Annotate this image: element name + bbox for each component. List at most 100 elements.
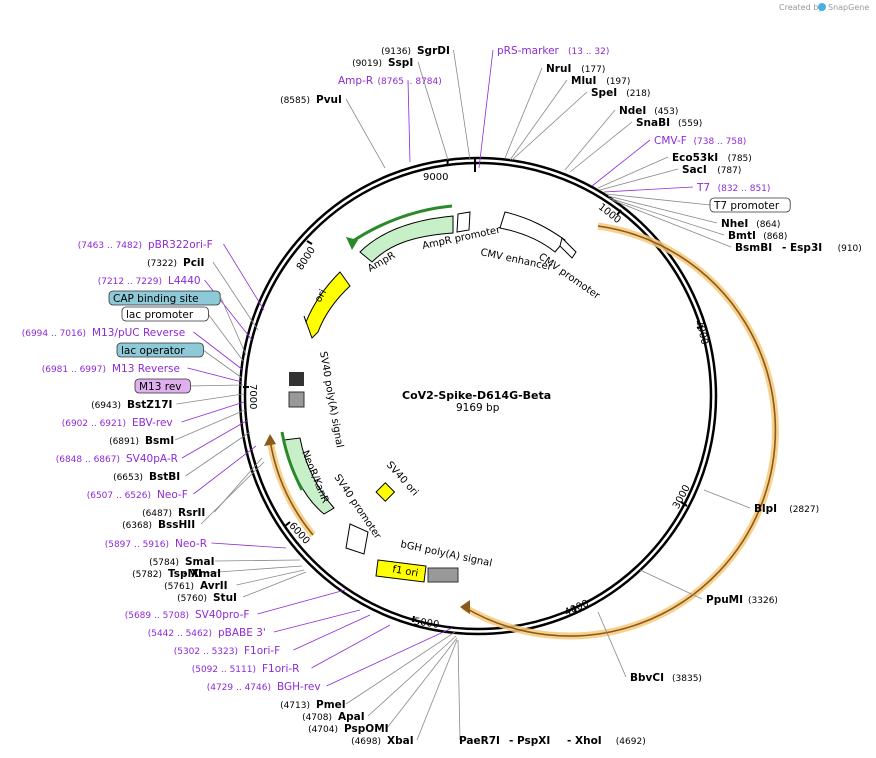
tick-label-4000: 4000 — [563, 598, 591, 618]
feature-box-label: lac promoter — [126, 309, 194, 321]
leader-line — [204, 565, 303, 574]
site-position: (6891) — [109, 437, 139, 447]
site-position: (559) — [678, 119, 702, 129]
leader-line — [611, 199, 732, 248]
orf-arc-left-arrowhead — [264, 434, 276, 446]
feature-cmv-enhancer-arrow — [499, 211, 566, 253]
primer-label: BGH-rev — [277, 681, 321, 693]
enzyme-label: SmaI — [185, 556, 215, 568]
label-box — [121, 306, 209, 322]
site-position: (8765 .. 8784) — [378, 77, 442, 87]
site-position: (5760) — [177, 594, 207, 604]
leader-line — [509, 79, 568, 161]
leader-line — [504, 67, 543, 159]
primer-label: Neo-R — [175, 538, 207, 550]
leader-line — [386, 637, 458, 729]
orf-arc-main-line — [463, 225, 777, 637]
leader-line — [407, 79, 411, 163]
site-position: (4692) — [616, 737, 646, 747]
primer-label: pBR322ori-F — [148, 239, 213, 251]
leader-line — [453, 49, 471, 161]
site-position: (9136) — [381, 47, 411, 57]
site-position: (9019) — [352, 59, 382, 69]
enzyme-label: NdeI — [619, 105, 646, 117]
leader-line — [257, 589, 346, 615]
leader-line — [207, 313, 245, 363]
site-position: (738 .. 758) — [694, 137, 747, 147]
enzyme-label: SspI — [388, 57, 413, 69]
site-position: (4704) — [308, 725, 338, 735]
leader-line — [569, 121, 633, 173]
brand-text: SnapGene — [828, 3, 869, 12]
enzyme-label: BsmI — [145, 435, 174, 447]
site-position: (4729 .. 4746) — [207, 683, 271, 693]
label-box — [134, 378, 191, 394]
enzyme-label: NheI — [721, 218, 748, 230]
site-position: (868) — [763, 232, 787, 242]
site-position: (7322) — [147, 259, 177, 269]
feature-cmv-promoter-arrow — [559, 237, 577, 259]
enzyme-label: BstBI — [149, 471, 180, 483]
site-position: (5302 .. 5323) — [174, 647, 238, 657]
enzyme-label: StuI — [213, 592, 237, 604]
site-position: (197) — [606, 77, 630, 87]
site-position: (4698) — [351, 737, 381, 747]
leader-line — [639, 569, 703, 600]
leader-lines — [174, 49, 751, 741]
leader-line — [703, 489, 751, 509]
site-position: (910) — [838, 244, 862, 254]
enzyme-label: Eco53kI — [672, 152, 718, 164]
enzyme-label: PspOMI — [344, 723, 389, 735]
site-position: (4708) — [302, 713, 332, 723]
enzyme-label: MluI — [571, 75, 596, 87]
site-position: (5442 .. 5462) — [148, 629, 212, 639]
leader-line — [273, 609, 361, 633]
leader-line — [181, 401, 245, 423]
leader-line — [188, 384, 244, 387]
leader-line — [607, 195, 718, 224]
site-position: (5761) — [164, 582, 194, 592]
site-position: (6368) — [122, 521, 152, 531]
feature-box-label: T7 promoter — [713, 200, 780, 212]
leader-line — [511, 91, 588, 161]
label-box — [108, 290, 221, 306]
primer-label: L4440 — [168, 275, 201, 287]
backbone-outer — [238, 156, 718, 636]
leader-line — [591, 139, 651, 187]
enzyme-label: PciI — [183, 257, 204, 269]
site-position: (6981 .. 6997) — [42, 365, 106, 375]
leader-line — [193, 331, 244, 371]
primer-label: pRS-marker — [497, 45, 560, 57]
enzyme-label: RsrII — [178, 507, 205, 519]
enzyme-label: BsmBI — [735, 242, 772, 254]
leader-line — [345, 631, 456, 705]
plasmid-name: CoV2-Spike-D614G-Beta — [402, 389, 551, 402]
feature-sv40-ori-block — [375, 482, 396, 502]
primer-label: CMV-F — [654, 135, 687, 147]
site-position: (6994 .. 7016) — [22, 329, 86, 339]
feature-sv40-promoter-arrow — [345, 523, 369, 555]
leader-line — [242, 571, 307, 598]
feature-ampr-green-head — [346, 237, 358, 250]
feature-ampr-green-line — [349, 204, 453, 245]
tick-label-9000: 9000 — [423, 172, 448, 183]
feature-neor-green-line — [280, 431, 304, 491]
leader-line — [181, 419, 249, 459]
leader-line — [603, 186, 694, 193]
enzyme-label: BssHII — [158, 519, 195, 531]
leader-line — [187, 367, 243, 383]
site-position: (3326) — [748, 596, 778, 606]
feature-box-label: M13 rev — [139, 381, 182, 393]
leader-line — [200, 461, 265, 525]
primer-label: Neo-F — [157, 489, 188, 501]
leader-line — [478, 49, 494, 169]
leader-line — [367, 635, 457, 717]
enzyme-label: PvuI — [316, 94, 342, 106]
backbone-inner — [243, 161, 713, 631]
enzyme-label: ApaI — [338, 711, 365, 723]
site-position: (3835) — [672, 674, 702, 684]
enzyme-label: AvrII — [200, 580, 228, 592]
site-position: (5897 .. 5916) — [105, 540, 169, 550]
site-position: (218) — [626, 89, 650, 99]
